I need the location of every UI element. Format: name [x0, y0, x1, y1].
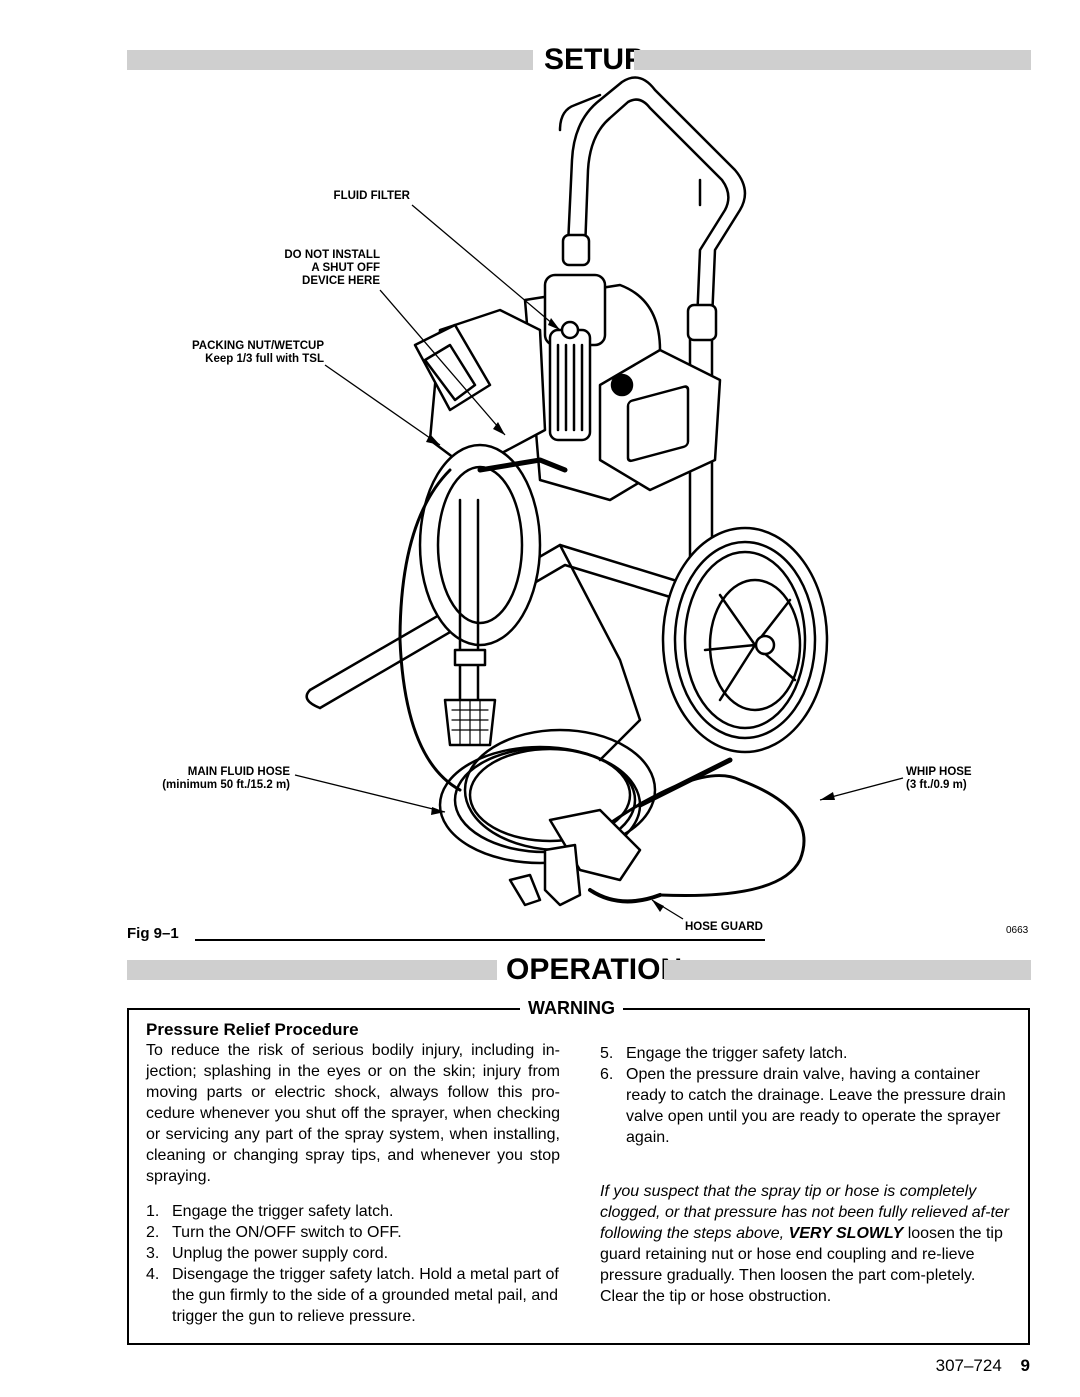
step-number: 3.: [146, 1245, 160, 1262]
operation-title: OPERATION: [506, 953, 683, 986]
do-not-install-line-2: A SHUT OFF: [311, 262, 380, 274]
step-item: 3. Unplug the power supply cord.: [146, 1243, 560, 1264]
step-text: Disengage the trigger safety latch. Hold…: [172, 1266, 559, 1325]
step-item: 4. Disengage the trigger safety latch. Ho…: [146, 1264, 560, 1327]
warning-left-column: Pressure Relief Procedure To reduce the …: [146, 1020, 560, 1327]
main-fluid-hose-line-1: MAIN FLUID HOSE: [187, 766, 290, 778]
main-fluid-hose-line-2: (minimum 50 ft./15.2 m): [162, 779, 290, 791]
setup-title: SETUP: [544, 43, 645, 76]
doc-number: 307–724: [935, 1356, 1002, 1375]
note-rest: loosen the tip guard retaining nut or ho…: [600, 1225, 1003, 1305]
do-not-install-line-3: DEVICE HERE: [302, 275, 380, 287]
setup-bar-right: [634, 50, 1031, 70]
step-number: 5.: [600, 1045, 614, 1062]
footer: 307–724 9: [900, 1356, 1030, 1376]
figure-code: 0663: [1006, 925, 1029, 936]
step-number: 2.: [146, 1224, 160, 1241]
warning-note: If you suspect that the spray tip or hos…: [600, 1181, 1014, 1307]
warning-label-text: WARNING: [528, 998, 615, 1018]
packing-nut-line-2: Keep 1/3 full with TSL: [205, 353, 324, 365]
main-fluid-hose-label: MAIN FLUID HOSE (minimum 50 ft./15.2 m): [162, 766, 290, 792]
step-number: 6.: [600, 1066, 614, 1083]
warning-heading: Pressure Relief Procedure: [146, 1020, 359, 1039]
step-text: Unplug the power supply cord.: [172, 1245, 389, 1262]
note-italic: If you suspect that the spray tip or hos…: [600, 1183, 1010, 1242]
warning-right-column: 5. Engage the trigger safety latch. 6. Ope…: [600, 1043, 1014, 1307]
operation-bar-right: [664, 960, 1031, 980]
setup-bar-left: [127, 50, 533, 70]
step-text: Engage the trigger safety latch.: [172, 1203, 394, 1220]
whip-hose-line-2: (3 ft./0.9 m): [906, 779, 967, 791]
step-item: 5. Engage the trigger safety latch.: [600, 1043, 1014, 1064]
step-item: 6. Open the pressure drain valve, having …: [600, 1064, 1014, 1148]
packing-nut-line-1: PACKING NUT/WETCUP: [191, 340, 324, 352]
hose-guard-label: HOSE GUARD: [685, 921, 763, 933]
step-text: Engage the trigger safety latch.: [626, 1045, 848, 1062]
figure-label: Fig 9–1: [127, 925, 179, 942]
sprayer-figure: FLUID FILTER DO NOT INSTALL A SHUT OFF D…: [162, 76, 972, 933]
page-number: 9: [1020, 1356, 1030, 1375]
step-item: 2. Turn the ON/OFF switch to OFF.: [146, 1222, 560, 1243]
note-bold: VERY SLOWLY: [788, 1225, 904, 1242]
steps-right: 5. Engage the trigger safety latch. 6. Ope…: [600, 1043, 1014, 1148]
whip-hose-label: WHIP HOSE (3 ft./0.9 m): [906, 766, 972, 792]
figure-rule: [195, 939, 765, 941]
step-text: Open the pressure drain valve, having a …: [626, 1066, 1006, 1146]
warning-intro: To reduce the risk of serious bodily inj…: [146, 1042, 560, 1185]
do-not-install-label: DO NOT INSTALL A SHUT OFF DEVICE HERE: [284, 249, 380, 288]
step-item: 1. Engage the trigger safety latch.: [146, 1201, 560, 1222]
steps-left: 1. Engage the trigger safety latch. 2. Tur…: [146, 1201, 560, 1327]
step-number: 1.: [146, 1203, 160, 1220]
step-text: Turn the ON/OFF switch to OFF.: [172, 1224, 402, 1241]
fluid-filter-label: FLUID FILTER: [333, 190, 410, 202]
sprayer-illustration: [294, 76, 904, 920]
step-number: 4.: [146, 1266, 160, 1283]
operation-bar-left: [127, 960, 497, 980]
warning-label: WARNING: [520, 998, 623, 1018]
do-not-install-line-1: DO NOT INSTALL: [284, 249, 380, 261]
packing-nut-label: PACKING NUT/WETCUP Keep 1/3 full with TS…: [192, 340, 324, 366]
whip-hose-line-1: WHIP HOSE: [906, 766, 972, 778]
